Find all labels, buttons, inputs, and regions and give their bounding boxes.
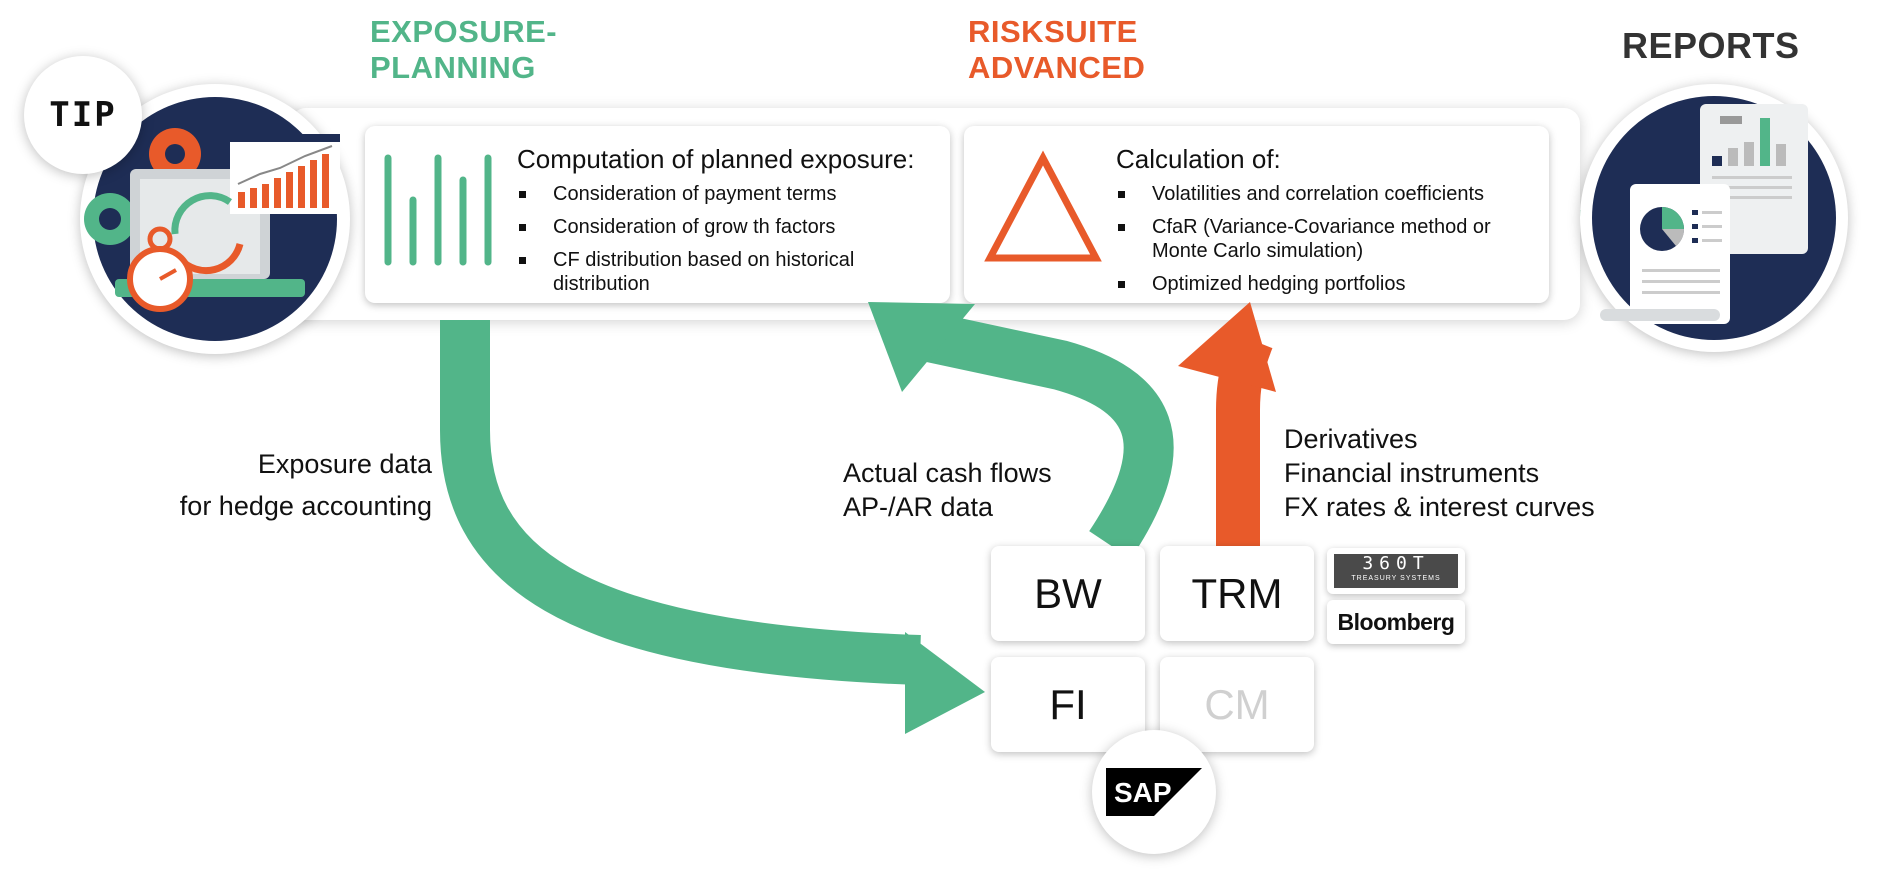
risk-bullet-3: Optimized hedging portfolios [1116,272,1526,296]
risk-bullet-2: CfaR (Variance-Covariance method or Mont… [1116,215,1526,263]
exposure-label-line2: for hedge accounting [179,491,432,521]
trm-module[interactable]: TRM [1160,546,1314,641]
actual-label-line2: AP-/AR data [843,492,994,522]
risksuite-title-line2: ADVANCED [968,50,1146,85]
exposure-data-arrow [440,320,921,685]
tip-logo: TIP [24,56,142,174]
cm-module[interactable]: CM [1160,657,1314,752]
exposure-planning-title: EXPOSURE- PLANNING [370,14,557,86]
risksuite-title: RISKSUITE ADVANCED [968,14,1145,86]
sap-badge-icon: SAP [1106,768,1202,816]
bw-module[interactable]: BW [991,546,1145,641]
treasury-logo-plate: 360T TREASURY SYSTEMS [1334,554,1458,588]
risksuite-card: Calculation of: Volatilities and correla… [964,126,1549,303]
exposure-bullet-3: CF distribution based on historical dist… [517,248,927,296]
sap-logo: SAP [1092,730,1216,854]
treasury-systems-logo: 360T TREASURY SYSTEMS [1327,548,1465,594]
deriv-label-line1: Derivatives [1284,424,1418,454]
actual-cashflow-arrow [914,310,1174,559]
tip-illustration [80,84,350,354]
risksuite-title-line1: RISKSUITE [968,14,1138,49]
deriv-label-line3: FX rates & interest curves [1284,492,1595,522]
risk-card-bullets: Volatilities and correlation coefficient… [1116,182,1526,305]
exposure-bullet-1: Consideration of payment terms [517,182,927,206]
derivatives-arrowhead [1178,302,1276,392]
fi-module[interactable]: FI [991,657,1145,752]
triangle-delta-icon [984,150,1102,262]
risk-card-heading: Calculation of: [1116,144,1281,174]
sap-logo-text: SAP [1114,777,1172,808]
report-documents-icon [1592,96,1836,340]
exposure-data-arrowhead [905,632,985,734]
tip-logo-text: TIP [49,95,117,135]
treasury-logo-top: 360T [1362,553,1430,574]
reports-title: REPORTS [1622,25,1800,66]
laptop-gears-icon [84,97,340,341]
treasury-logo-sub: TREASURY SYSTEMS [1351,575,1441,582]
exposure-data-label: Exposure data for hedge accounting [160,447,432,523]
bar-lines-icon [384,154,492,266]
exposure-planning-card: Computation of planned exposure: Conside… [365,126,950,303]
exposure-label-line1: Exposure data [257,449,432,479]
exposure-bullet-2: Consideration of grow th factors [517,215,927,239]
exposure-card-bullets: Consideration of payment terms Considera… [517,182,927,305]
exposure-title-line2: PLANNING [370,50,536,85]
derivatives-label: Derivatives Financial instruments FX rat… [1284,422,1595,524]
actual-cashflow-arrowhead [868,302,975,392]
bloomberg-logo: Bloomberg [1327,600,1465,644]
reports-illustration [1580,84,1848,352]
exposure-title-line1: EXPOSURE- [370,14,558,49]
actual-cashflows-label: Actual cash flows AP-/AR data [843,456,1052,524]
risk-bullet-1: Volatilities and correlation coefficient… [1116,182,1526,206]
actual-label-line1: Actual cash flows [843,458,1052,488]
exposure-card-heading: Computation of planned exposure: [517,144,915,174]
deriv-label-line2: Financial instruments [1284,458,1540,488]
